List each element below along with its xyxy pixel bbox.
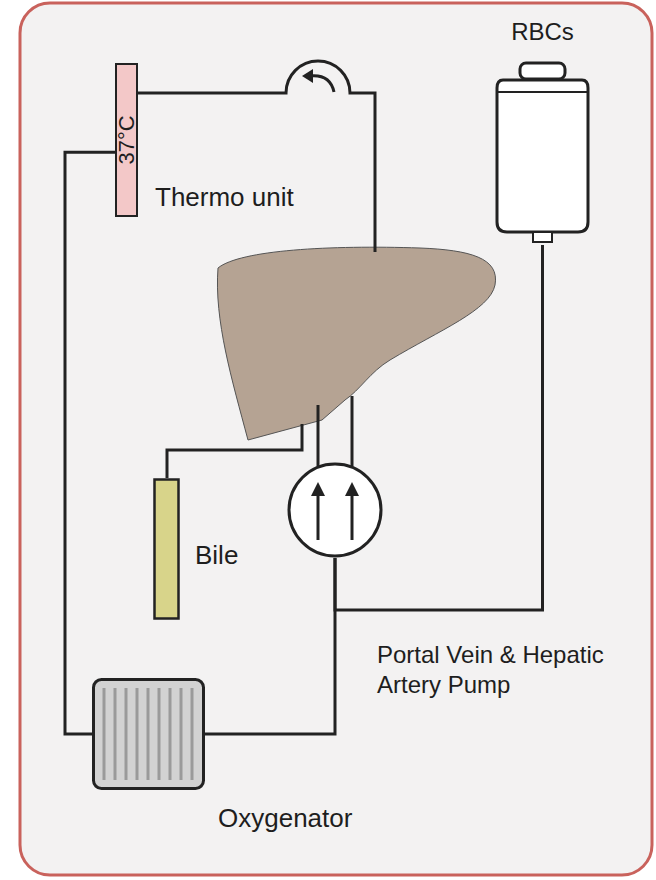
return-line xyxy=(138,61,375,252)
oxygenator-box: Oxygenator xyxy=(92,678,205,790)
portal-line xyxy=(317,405,320,466)
oxygenator-box-shape xyxy=(92,678,205,790)
tube-line xyxy=(335,245,543,610)
pump-circle: Portal Vein & Hepatic Artery Pump xyxy=(287,462,383,558)
node-label: RBCs xyxy=(511,18,574,46)
unit-label: Thermo unit xyxy=(155,182,294,213)
node-label: Portal Vein & Hepatic Artery Pump xyxy=(377,640,627,700)
flow-arrowhead xyxy=(302,69,313,83)
tube-path xyxy=(335,245,543,610)
node-label: Bile xyxy=(195,540,238,571)
node-label: Oxygenator xyxy=(218,803,352,834)
tube-path xyxy=(205,558,335,734)
flow-arrow xyxy=(310,76,334,92)
tube-line xyxy=(65,152,115,734)
node-label: 37°C xyxy=(114,115,140,164)
bile-line xyxy=(167,424,302,478)
panel xyxy=(20,3,652,875)
thermo-box: 37°C xyxy=(115,63,138,217)
liver xyxy=(217,247,495,440)
blood-bag-shape xyxy=(495,62,590,245)
pump-circle-shape xyxy=(287,462,383,558)
artery-line xyxy=(351,396,354,466)
tube-path xyxy=(65,152,115,734)
bile-tube: Bile xyxy=(153,478,180,620)
bile-tube-shape xyxy=(153,478,180,620)
blood-bag: RBCs xyxy=(495,62,590,245)
tube-line xyxy=(205,558,335,734)
